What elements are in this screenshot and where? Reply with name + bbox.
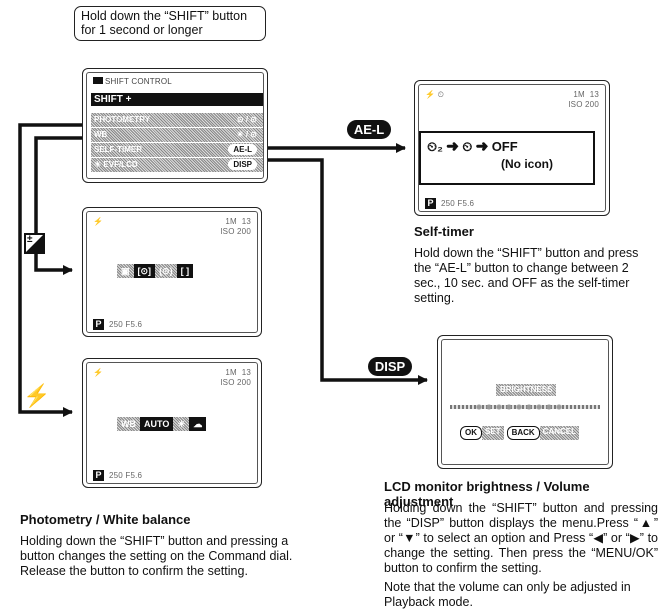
count-label: 13 (589, 90, 599, 99)
row-photometry: PHOTOMETRY ⊙ / ⊙ (91, 113, 263, 127)
wb-auto-label: AUTO (140, 417, 174, 431)
selftimer-body: Hold down the “SHIFT” button and press t… (414, 246, 639, 305)
photometry-options: ▣ [⊙] (⊙) [ ] (117, 264, 194, 278)
photometry-title: Photometry / White balance (20, 512, 191, 527)
row-wb-value: ☀ / ⊙ (236, 130, 257, 139)
mode-p-label: P (93, 319, 104, 330)
ok-button-icon: OK (460, 426, 482, 440)
size-label: 1M (225, 368, 237, 377)
wb-label: WB (117, 417, 140, 431)
flash-icon: ⚡ (93, 368, 104, 377)
count-label: 13 (241, 368, 251, 377)
shift-header-label: SHIFT CONTROL (105, 77, 172, 86)
ael-button-icon: AE-L (347, 120, 391, 139)
instruction-callout: Hold down the “SHIFT” button for 1 secon… (74, 6, 266, 41)
photometry-screen: ⚡ 1M 13 ISO 200 ▣ [⊙] (⊙) [ ] P 250 F5.6 (82, 207, 262, 337)
exposure-compensation-icon: ± (24, 233, 45, 254)
set-label: SET (482, 426, 504, 440)
size-label: 1M (573, 90, 585, 99)
photometry-status-right: 1M 13 ISO 200 (220, 217, 251, 237)
lcd-body: Holding down the “SHIFT” button and pres… (384, 501, 658, 575)
timer-icon: ⏲ (437, 90, 445, 99)
exposure-readout: 250 F5.6 (109, 471, 143, 480)
lcd-note: Note that the volume can only be adjuste… (384, 580, 631, 609)
selftimer-title: Self-timer (414, 224, 474, 239)
sun-icon: ☀ (173, 417, 190, 431)
shift-control-screen: SHIFT CONTROL SHIFT + PHOTOMETRY ⊙ / ⊙ W… (82, 68, 268, 183)
shift-tag: SHIFT + (91, 93, 263, 106)
row-evf-lcd-label: ☀ EVF/LCD (94, 160, 138, 169)
iso-label: ISO 200 (220, 227, 251, 236)
cloud-icon: ☁ (189, 417, 207, 431)
shift-tag-label: SHIFT + (94, 94, 132, 105)
flash-side-icon: ⚡ (23, 383, 51, 408)
exposure-readout: 250 F5.6 (441, 199, 475, 208)
brightness-slider (450, 400, 600, 414)
count-label: 13 (241, 217, 251, 226)
selftimer-status-right: 1M 13 ISO 200 (568, 90, 599, 110)
row-selftimer-value: AE-L (228, 144, 257, 155)
exposure-sign: ± (27, 234, 33, 245)
timer-2s-icon: ⏲₂ (427, 139, 443, 154)
disp-button-icon: DISP (368, 357, 412, 376)
instruction-text: Hold down the “SHIFT” button for 1 secon… (81, 9, 248, 37)
brightness-header: BRIGHTNESS (496, 384, 557, 396)
wb-options: WB AUTO ☀ ☁ (117, 417, 207, 431)
photometry-body: Holding down the “SHIFT” button and pres… (20, 534, 293, 578)
selftimer-cycle: ⏲₂ ➜ ⏲ ➜ OFF (427, 139, 518, 155)
exposure-readout: 250 F5.6 (109, 320, 143, 329)
mode-p-label: P (93, 470, 104, 481)
row-photometry-value: ⊙ / ⊙ (236, 115, 257, 124)
selftimer-screen: ⚡ ⏲ 1M 13 ISO 200 ⏲₂ ➜ ⏲ ➜ OFF (No icon)… (414, 80, 610, 216)
lcd-title: LCD monitor brightness / Volume adjustme… (384, 479, 590, 509)
ael-label: AE-L (353, 122, 385, 137)
white-balance-screen: ⚡ 1M 13 ISO 200 WB AUTO ☀ ☁ P 250 F5.6 (82, 358, 262, 488)
wb-status-right: 1M 13 ISO 200 (220, 368, 251, 388)
book-icon (93, 77, 103, 84)
row-wb: WB ☀ / ⊙ (91, 128, 263, 142)
average-metering-icon: (⊙) (155, 264, 177, 278)
row-evf-lcd-value: DISP (228, 159, 257, 170)
lcd-brightness-screen: BRIGHTNESS OK SET BACK CANCEL (437, 335, 613, 469)
selftimer-status-left: ⚡ ⏲ (425, 90, 444, 100)
multi-metering-icon: ▣ (117, 264, 134, 278)
row-selftimer-label: SELF-TIMER (94, 145, 142, 154)
row-selftimer: SELF-TIMER AE-L (91, 143, 263, 157)
size-label: 1M (225, 217, 237, 226)
disp-label: DISP (374, 359, 406, 374)
brightness-controls: OK SET BACK CANCEL (460, 426, 580, 440)
spot-metering-icon: [⊙] (133, 264, 156, 278)
shift-screen-header: SHIFT CONTROL (93, 77, 172, 87)
row-photometry-label: PHOTOMETRY (94, 115, 151, 124)
back-button-icon: BACK (506, 426, 540, 440)
iso-label: ISO 200 (220, 378, 251, 387)
no-icon-label: (No icon) (501, 157, 553, 171)
selftimer-cycle-box: ⏲₂ ➜ ⏲ ➜ OFF (No icon) (419, 131, 595, 185)
row-wb-label: WB (94, 130, 108, 139)
arrow-right-icon: ➜ (476, 139, 489, 154)
frame-icon: [ ] (176, 264, 194, 278)
flash-icon: ⚡ (93, 217, 104, 226)
off-label: OFF (491, 139, 518, 154)
row-evf-lcd: ☀ EVF/LCD DISP (91, 158, 263, 172)
mode-p-label: P (425, 198, 436, 209)
iso-label: ISO 200 (568, 100, 599, 109)
timer-10s-icon: ⏲ (462, 139, 473, 154)
flash-icon: ⚡ (425, 90, 436, 99)
arrow-right-icon: ➜ (446, 139, 459, 154)
cancel-label: CANCEL (539, 426, 580, 440)
